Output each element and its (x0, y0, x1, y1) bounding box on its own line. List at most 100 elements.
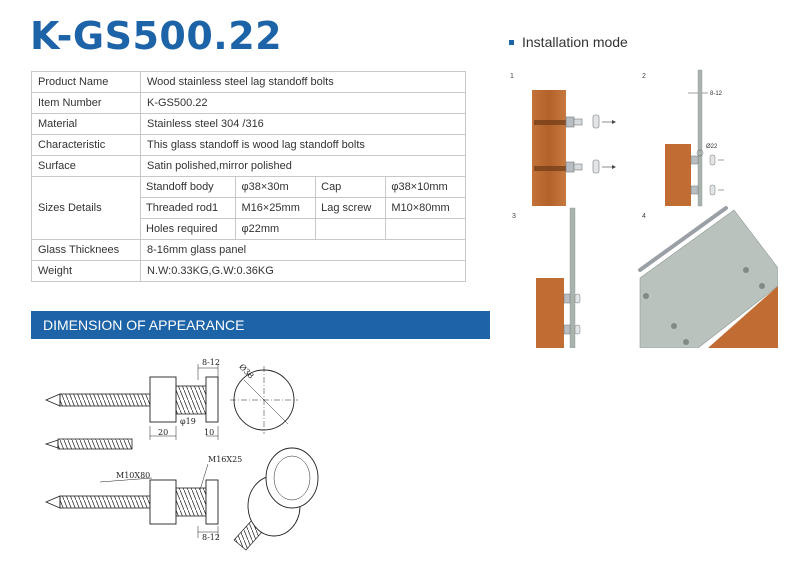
table-row: Weight N.W:0.33KG,G.W:0.36KG (31, 260, 466, 282)
table-row: Item Number K-GS500.22 (31, 92, 466, 114)
standoff-body (690, 185, 699, 195)
wood-post (532, 90, 566, 206)
screw-tip (44, 393, 61, 407)
standoff-cap (592, 159, 600, 174)
lag-screw (59, 393, 151, 407)
spec-value: Satin polished,mirror polished (140, 155, 466, 177)
table-row: Material Stainless steel 304 /316 (31, 113, 466, 135)
wood-post (708, 286, 778, 348)
standoff-cap (759, 283, 765, 289)
wood-post (665, 144, 691, 206)
table-row: Product Name Wood stainless steel lag st… (31, 71, 466, 93)
spec-value: Stainless steel 304 /316 (140, 113, 466, 135)
threaded-rod-label: M16X25 (208, 455, 242, 464)
spec-label: Glass Thicknees (31, 239, 141, 261)
standoff-body (565, 161, 575, 173)
spec-table: Product Name Wood stainless steel lag st… (31, 71, 466, 282)
spec-value: 8-16mm glass panel (140, 239, 466, 261)
arrow-head (612, 165, 616, 169)
standoff-cap (205, 479, 219, 525)
standoff-rod (573, 163, 583, 171)
gap-label: 8-12 (202, 533, 220, 542)
spec-label: Surface (31, 155, 141, 177)
standoff-body (563, 293, 571, 304)
size-cell: Standoff body (139, 176, 237, 198)
standoff-cap (574, 293, 581, 304)
spec-label: Characteristic (31, 134, 141, 156)
step-number: 3 (512, 213, 516, 220)
installation-heading: Installation mode (509, 34, 628, 50)
spec-label: Weight (31, 260, 141, 282)
spec-value: Wood stainless steel lag standoff bolts (140, 71, 466, 93)
gap-label: 8-12 (710, 91, 723, 97)
step-number: 1 (510, 73, 514, 80)
install-step-4: 4 (638, 206, 778, 348)
drill-hole (534, 166, 566, 171)
drill-hole (534, 120, 566, 125)
spec-value: This glass standoff is wood lag standoff… (140, 134, 466, 156)
spec-label: Item Number (31, 92, 141, 114)
standoff-cap (709, 154, 716, 166)
threaded-rod (175, 487, 207, 517)
standoff-body (149, 376, 177, 423)
size-cell: M10×80mm (385, 197, 466, 219)
install-step-3: 3 (512, 207, 581, 348)
installation-heading-text: Installation mode (522, 34, 628, 50)
size-cell: Threaded rod1 (139, 197, 237, 219)
cap-diameter-label: Ø38 (237, 362, 255, 380)
arrow-head (612, 120, 616, 124)
standoff-body (149, 479, 177, 525)
isometric-view (233, 447, 319, 551)
rod-diameter-label: φ19 (180, 417, 196, 426)
product-title: K-GS500.22 (30, 14, 283, 58)
standoff-cap (671, 323, 677, 329)
standoff-body (563, 324, 571, 335)
lag-screw-view (44, 438, 133, 450)
spec-value: K-GS500.22 (140, 92, 466, 114)
standoff-cap (205, 376, 219, 423)
standoff-cap (592, 114, 600, 129)
glass-panel-edge (569, 207, 576, 348)
size-cell: φ38×30m (235, 176, 317, 198)
spec-label: Material (31, 113, 141, 135)
size-cell: Lag screw (315, 197, 387, 219)
bullet-icon (509, 39, 514, 45)
glass-panel-edge (697, 69, 703, 207)
threaded-rod (175, 385, 207, 415)
install-step-2: 2 8-12 Ø22 (642, 69, 724, 207)
table-row: Surface Satin polished,mirror polished (31, 155, 466, 177)
install-step-1: 1 (510, 73, 616, 206)
front-view: Ø38 (230, 362, 298, 434)
standoff-cap (643, 293, 649, 299)
standoff-cap (743, 267, 749, 273)
lag-screw (57, 438, 133, 450)
standoff-cap (709, 184, 716, 196)
glass-panel (639, 209, 778, 348)
step-number: 4 (642, 213, 646, 220)
size-cell: Cap (315, 176, 387, 198)
standoff-body (565, 116, 575, 128)
standoff-rod (573, 118, 583, 126)
gap-label: 8-12 (202, 358, 220, 367)
size-cell: φ22mm (235, 218, 317, 240)
size-cell-empty (315, 218, 387, 240)
spec-value: N.W:0.33KG,G.W:0.36KG (140, 260, 466, 282)
standoff-cap (683, 339, 689, 345)
lag-screw (59, 495, 151, 509)
dimension-banner: DIMENSION OF APPEARANCE (31, 311, 490, 339)
size-cell: φ38×10mm (385, 176, 466, 198)
standoff-cap (574, 324, 581, 335)
table-row: Sizes Details Standoff body φ38×30m Cap … (31, 176, 466, 240)
size-cell: Holes required (139, 218, 237, 240)
lag-screw-label: M10X80 (116, 471, 150, 480)
spec-label: Product Name (31, 71, 141, 93)
size-cell: M16×25mm (235, 197, 317, 219)
side-view: 8-12 20 10 φ19 (44, 358, 220, 440)
table-row: Characteristic This glass standoff is wo… (31, 134, 466, 156)
size-cell-empty (385, 218, 466, 240)
handrail (638, 206, 728, 272)
wood-post (536, 278, 564, 348)
cap-length-label: 10 (204, 428, 214, 437)
dimension-heading: DIMENSION OF APPEARANCE (43, 317, 245, 333)
table-row: Glass Thicknees 8-16mm glass panel (31, 239, 466, 261)
